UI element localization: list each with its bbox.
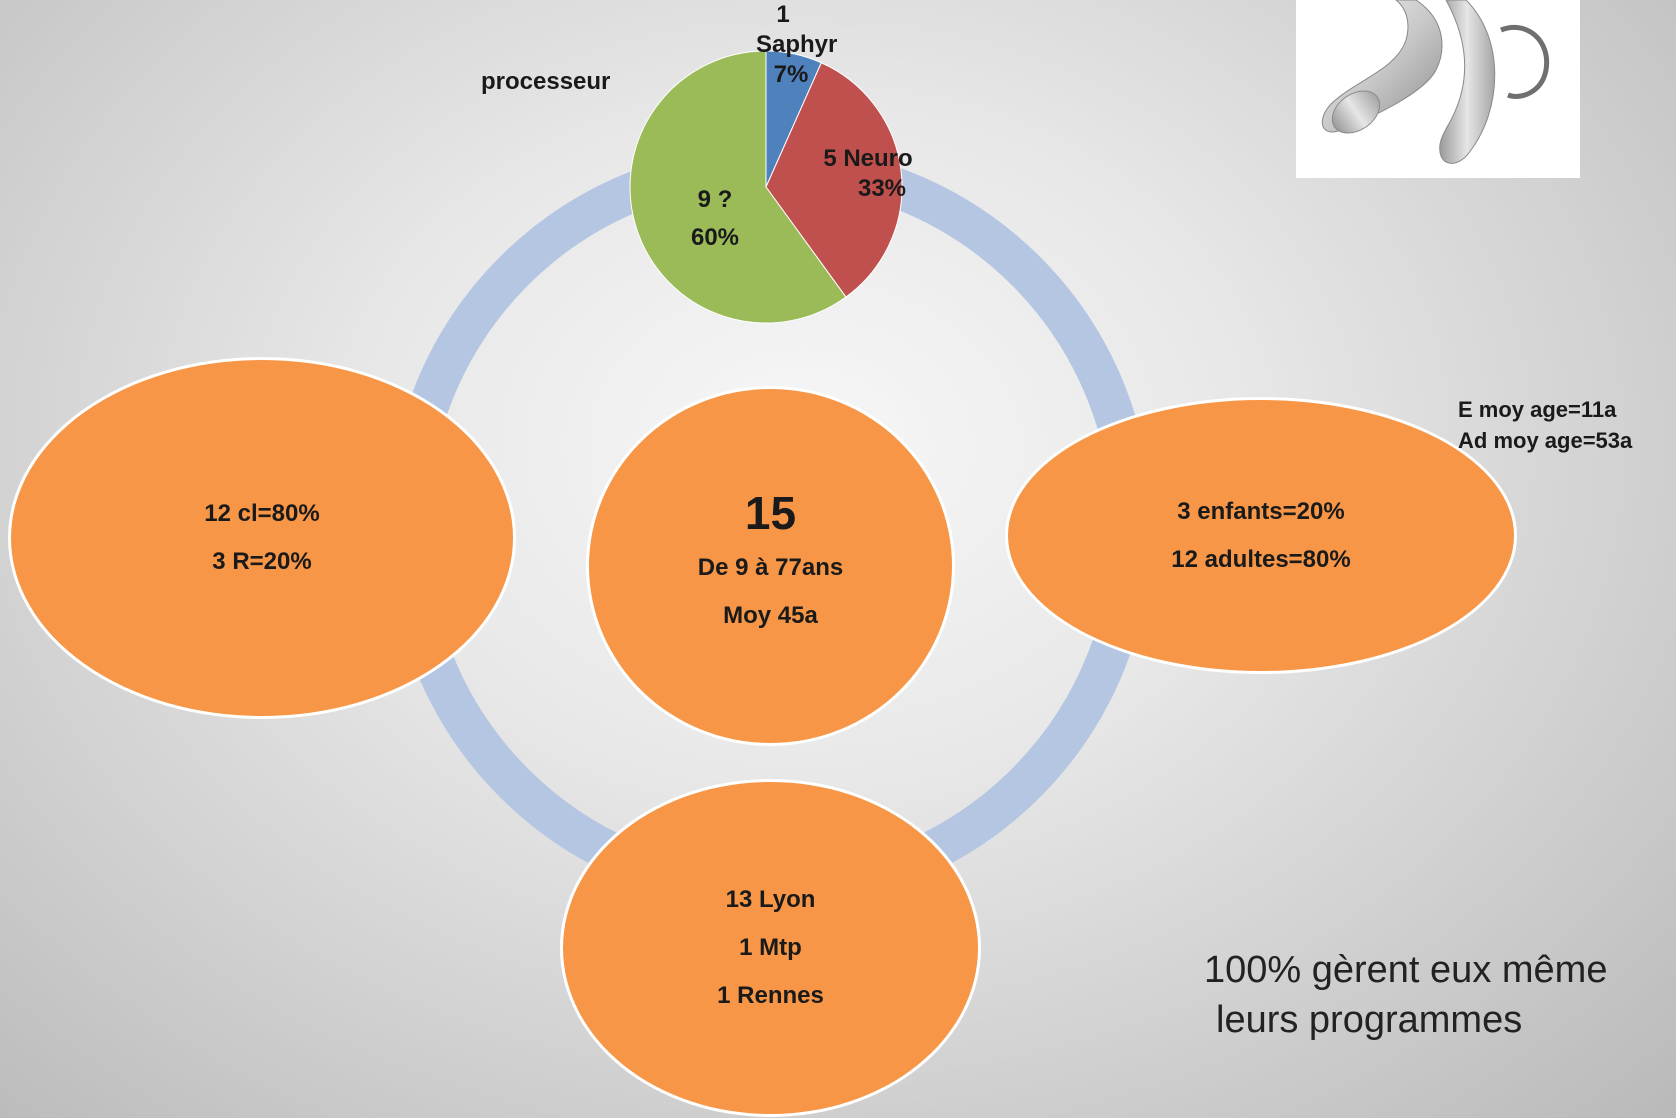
pie-label-saphyr-count: 1: [776, 1, 790, 28]
pie-label-unknown-name: ?: [717, 186, 733, 213]
pie-slice-1: [765, 62, 903, 298]
pie-label-unknown-count: 9: [697, 186, 711, 213]
pie-label-saphyr-name: Saphyr: [756, 31, 838, 58]
implant-type-oval: 12 cl=80% 3 R=20%: [8, 357, 516, 719]
age-group-line-2: 12 adultes=80%: [1171, 545, 1351, 573]
pie-label-saphyr: 1 Saphyr 7%: [748, 0, 838, 90]
city-line-1: 13 Lyon: [725, 886, 816, 913]
age-group-oval: 3 enfants=20% 12 adultes=80%: [1005, 397, 1517, 674]
total-patients-circle: 15 De 9 à 77ans Moy 45a: [586, 386, 955, 746]
age-note-children: E moy age=11a: [1458, 397, 1617, 422]
age-note: E moy age=11a Ad moy age=53a: [1458, 394, 1632, 456]
cochlear-processor-image: [1296, 0, 1580, 178]
processor-pie-chart: [629, 50, 903, 324]
pie-label-unknown-percent: 60%: [690, 224, 740, 251]
implant-type-line-2: 3 R=20%: [212, 548, 312, 575]
total-patients-count: 15: [744, 487, 797, 539]
footer-note-line-1: 100% gèrent eux même: [1204, 949, 1608, 991]
implant-type-line-1: 12 cl=80%: [204, 500, 320, 527]
age-note-adults: Ad moy age=53a: [1458, 428, 1633, 453]
mean-age: Moy 45a: [723, 602, 818, 629]
pie-label-neuro: 5 Neuro 33%: [808, 144, 928, 204]
pie-slice-2: [629, 50, 847, 324]
pie-label-saphyr-percent: 7%: [773, 61, 809, 88]
pie-label-neuro-percent: 33%: [857, 175, 907, 202]
pie-label-neuro-count: 5: [823, 145, 837, 172]
age-range: De 9 à 77ans: [697, 554, 844, 581]
pie-label-unknown: 9 ? 60%: [680, 185, 750, 253]
city-line-3: 1 Rennes: [717, 982, 824, 1009]
footer-note-line-2: leurs programmes: [1216, 999, 1523, 1041]
pie-label-neuro-name: Neuro: [843, 145, 913, 172]
age-group-line-1: 3 enfants=20%: [1177, 497, 1345, 525]
city-circle: 13 Lyon 1 Mtp 1 Rennes: [560, 779, 981, 1117]
footer-note: 100% gèrent eux même leurs programmes: [1204, 945, 1607, 1045]
pie-title: processeur: [481, 68, 611, 95]
city-line-2: 1 Mtp: [739, 934, 802, 961]
